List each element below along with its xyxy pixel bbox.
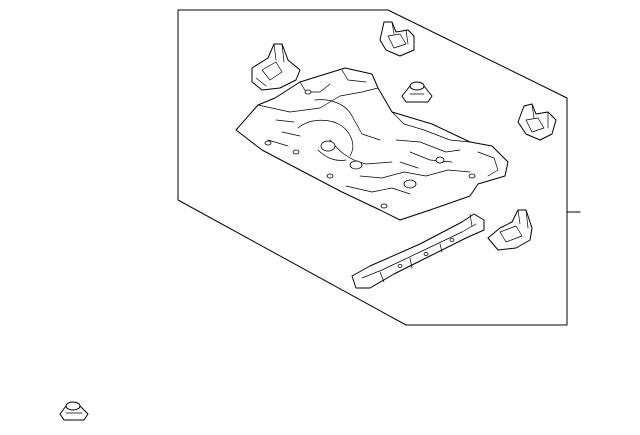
rail-hole	[423, 252, 429, 256]
drain-hole	[304, 89, 312, 95]
floor-pan	[235, 67, 509, 221]
assembly-frame	[177, 9, 581, 326]
drain-hole	[380, 203, 388, 209]
drain-hole	[403, 179, 417, 189]
rubber-mount	[401, 81, 433, 103]
rail-hole	[397, 264, 403, 268]
drain-hole	[435, 156, 445, 164]
front-left-bracket	[251, 43, 301, 91]
drain-hole	[320, 140, 336, 152]
side-rail-reinforcement	[351, 213, 485, 289]
right-floor-bracket	[487, 209, 533, 251]
drain-hole	[349, 160, 363, 170]
rail-hole	[449, 238, 455, 242]
drain-hole	[326, 173, 334, 179]
loose-rubber-mount	[59, 401, 89, 421]
rear-right-bracket	[517, 103, 557, 141]
drain-hole	[468, 173, 476, 179]
drain-hole	[264, 140, 272, 146]
rear-left-bracket	[379, 21, 415, 57]
drain-hole	[292, 149, 300, 155]
